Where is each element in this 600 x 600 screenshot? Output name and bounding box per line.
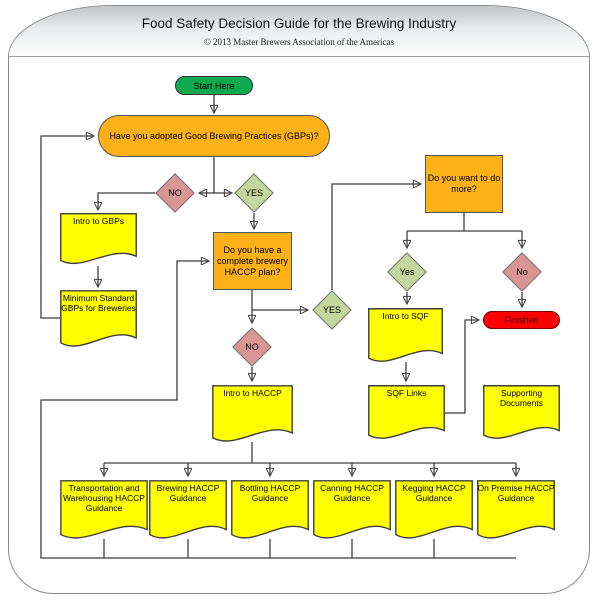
doc-guidance-transport-label: Transportation and Warehousing HACCP Gui… bbox=[63, 483, 145, 513]
decision-no-gbp: NO bbox=[155, 173, 195, 213]
doc-guidance-onpremise[interactable]: On Premise HACCP Guidance bbox=[477, 480, 555, 542]
doc-guidance-brewing[interactable]: Brewing HACCP Guidance bbox=[149, 480, 227, 542]
doc-intro-haccp-label: Intro to HACCP bbox=[223, 388, 282, 398]
decision-yes-haccp: YES bbox=[312, 290, 352, 330]
edge-no-gbp-to-intro-gbps bbox=[98, 192, 155, 209]
decision-yes-more: Yes bbox=[387, 252, 427, 292]
decision-no-gbp-label: NO bbox=[168, 188, 182, 198]
doc-sqf-links[interactable]: SQF Links bbox=[368, 385, 445, 442]
doc-sqf-links-label: SQF Links bbox=[386, 388, 427, 398]
doc-intro-sqf[interactable]: Intro to SQF bbox=[368, 308, 443, 365]
doc-guidance-kegging[interactable]: Kegging HACCP Guidance bbox=[395, 480, 473, 542]
doc-guidance-kegging-label: Kegging HACCP Guidance bbox=[402, 483, 466, 503]
doc-guidance-bottling-label: Bottling HACCP Guidance bbox=[239, 483, 301, 503]
question-gbp: Have you adopted Good Brewing Practices … bbox=[98, 115, 330, 157]
header-band bbox=[9, 6, 589, 57]
doc-intro-sqf-label: Intro to SQF bbox=[382, 311, 429, 321]
document-shape bbox=[60, 480, 148, 542]
question-haccp-plan: Do you have a complete brewery HACCP pla… bbox=[213, 232, 292, 290]
document-shape bbox=[60, 290, 137, 350]
question-gbp-label: Have you adopted Good Brewing Practices … bbox=[109, 131, 319, 141]
start-node: Start Here bbox=[175, 76, 253, 95]
start-label: Start Here bbox=[193, 80, 235, 91]
document-shape bbox=[212, 385, 293, 445]
edge-min-std-loop-to-q-gbp bbox=[40, 136, 93, 319]
document-shape bbox=[149, 480, 227, 542]
decision-no-haccp-label: NO bbox=[245, 342, 259, 352]
decision-no-more: No bbox=[502, 252, 542, 292]
collector-loop-to-q-haccp bbox=[40, 261, 516, 559]
doc-supporting-docs-label: Supporting Documents bbox=[500, 388, 543, 408]
doc-intro-gbps[interactable]: Intro to GBPs bbox=[60, 213, 137, 267]
document-shape bbox=[477, 480, 555, 542]
document-shape bbox=[60, 213, 137, 267]
doc-guidance-canning-label: Canning HACCP Guidance bbox=[320, 483, 384, 503]
question-do-more-label: Do you want to do more? bbox=[427, 173, 501, 194]
decision-yes-more-label: Yes bbox=[399, 267, 415, 277]
decision-yes-gbp: YES bbox=[234, 173, 274, 213]
doc-guidance-bottling[interactable]: Bottling HACCP Guidance bbox=[231, 480, 309, 542]
doc-intro-gbps-label: Intro to GBPs bbox=[72, 216, 125, 226]
finished-label: Finished bbox=[504, 315, 539, 325]
document-shape bbox=[368, 308, 443, 365]
doc-intro-haccp[interactable]: Intro to HACCP bbox=[212, 385, 293, 445]
doc-guidance-onpremise-label: On Premise HACCP Guidance bbox=[477, 483, 555, 503]
decision-no-haccp: NO bbox=[232, 327, 272, 367]
document-shape bbox=[231, 480, 309, 542]
doc-guidance-transport[interactable]: Transportation and Warehousing HACCP Gui… bbox=[60, 480, 148, 542]
document-shape bbox=[368, 385, 445, 442]
edge-sqf-links-to-finished bbox=[445, 320, 478, 414]
document-shape bbox=[395, 480, 473, 542]
decision-yes-gbp-label: YES bbox=[244, 188, 263, 198]
doc-supporting-docs[interactable]: Supporting Documents bbox=[483, 385, 560, 442]
decision-no-more-label: No bbox=[516, 267, 528, 277]
doc-min-std-gbps[interactable]: Minimum Standard GBPs for Breweries bbox=[60, 290, 137, 350]
question-haccp-label: Do you have a complete brewery HACCP pla… bbox=[216, 244, 289, 277]
doc-min-std-gbps-label: Minimum Standard GBPs for Breweries bbox=[61, 293, 136, 313]
edge-yes-haccp-to-q-more bbox=[331, 184, 420, 290]
document-shape bbox=[483, 385, 560, 442]
page-title: Food Safety Decision Guide for the Brewi… bbox=[141, 16, 457, 31]
finished-node: Finished bbox=[483, 311, 560, 329]
doc-guidance-brewing-label: Brewing HACCP Guidance bbox=[156, 483, 220, 503]
decision-yes-haccp-label: YES bbox=[322, 305, 341, 315]
question-do-more: Do you want to do more? bbox=[425, 155, 503, 213]
document-shape bbox=[313, 480, 391, 542]
doc-guidance-canning[interactable]: Canning HACCP Guidance bbox=[313, 480, 391, 542]
copyright-text: © 2013 Master Brewers Association of the… bbox=[203, 37, 395, 47]
